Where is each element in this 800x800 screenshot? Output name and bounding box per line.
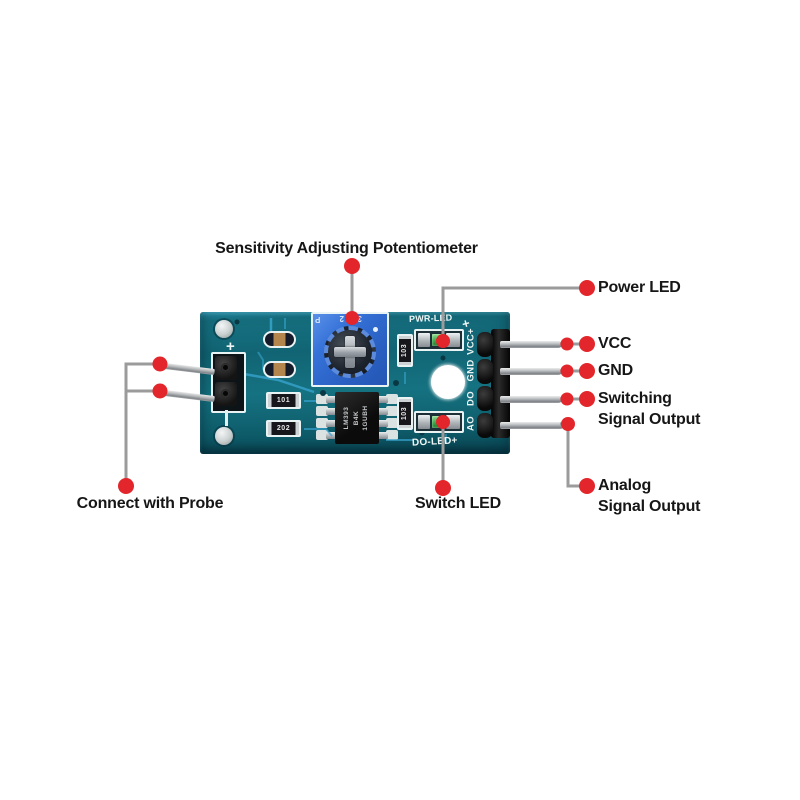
callout-dot-potentiometer-target [345, 311, 359, 325]
callout-dot-switching-label [579, 391, 595, 407]
callout-dot-analog-pin [561, 417, 575, 431]
resistor-value: 101 [276, 397, 291, 404]
header-pin-do [500, 395, 562, 403]
label-gnd: GND [598, 362, 633, 379]
smd-resistor-1 [263, 331, 296, 348]
label-power-led: Power LED [598, 279, 681, 296]
label-switching-line1: Switching [598, 390, 672, 407]
callout-dot-vcc-pin [560, 337, 574, 351]
label-switching-line2: Signal Output [598, 411, 701, 428]
callout-dot-potentiometer-label [344, 258, 360, 274]
silkscreen-line [225, 410, 228, 426]
board-hole [431, 365, 465, 399]
header-bump-4 [477, 413, 493, 438]
callout-dot-switching-pin [560, 392, 574, 406]
smd-resistor-4: 202 [266, 420, 301, 437]
callout-dot-probe-pin-1 [152, 356, 168, 372]
smd-resistor-3: 101 [266, 392, 301, 409]
pcb-board: + 101 202 103 103 3362 P [200, 312, 510, 454]
callout-dot-power-led-target [436, 334, 450, 348]
potentiometer-pin1-dot [373, 327, 378, 332]
probe-connector [211, 352, 246, 413]
label-vcc: VCC [598, 335, 632, 352]
label-analog-line2: Signal Output [598, 498, 701, 515]
callout-dot-analog-label [579, 478, 595, 494]
callout-dot-probe-pin-2 [152, 383, 168, 399]
smd-resistor-5: 103 [397, 334, 413, 367]
mounting-hole-top [215, 320, 233, 338]
label-switch-led: Switch LED [414, 495, 501, 512]
callout-dot-switch-led-target [436, 415, 450, 429]
header-bump-1 [477, 332, 493, 357]
header-pin-ao [500, 421, 564, 429]
label-analog-line1: Analog [598, 477, 652, 494]
potentiometer-screw [324, 325, 376, 378]
label-connect-with-probe: Connect with Probe [76, 495, 224, 512]
callout-line-power-led [441, 286, 585, 341]
sensitivity-potentiometer: 3362 P [311, 312, 389, 387]
label-potentiometer: Sensitivity Adjusting Potentiometer [215, 240, 478, 257]
ic-body [335, 392, 379, 444]
header-pin-vcc [500, 340, 562, 348]
smd-resistor-6: 103 [397, 397, 413, 430]
callout-dot-gnd-pin [560, 364, 574, 378]
header-bump-3 [477, 386, 493, 411]
smd-resistor-2 [263, 361, 296, 378]
header-spine [491, 329, 510, 438]
header-pin-gnd [500, 367, 562, 375]
resistor-value: 202 [276, 425, 291, 432]
callout-dot-switch-led-label [435, 480, 451, 496]
probe-connector-slot-1 [215, 356, 237, 380]
header-bump-2 [477, 359, 493, 384]
callout-line-analog [560, 422, 587, 488]
callout-line-probe-1 [124, 362, 160, 486]
screw-slot-horizontal [334, 346, 366, 357]
callout-dot-probe-label [118, 478, 134, 494]
callout-dot-vcc-label [579, 336, 595, 352]
pcb-traces [234, 318, 447, 443]
probe-connector-slot-2 [215, 382, 237, 406]
callout-dot-gnd-label [579, 363, 595, 379]
plus-mark-silkscreen: + [226, 338, 235, 355]
callout-dot-power-led-label [579, 280, 595, 296]
mounting-hole-bottom [215, 427, 233, 445]
